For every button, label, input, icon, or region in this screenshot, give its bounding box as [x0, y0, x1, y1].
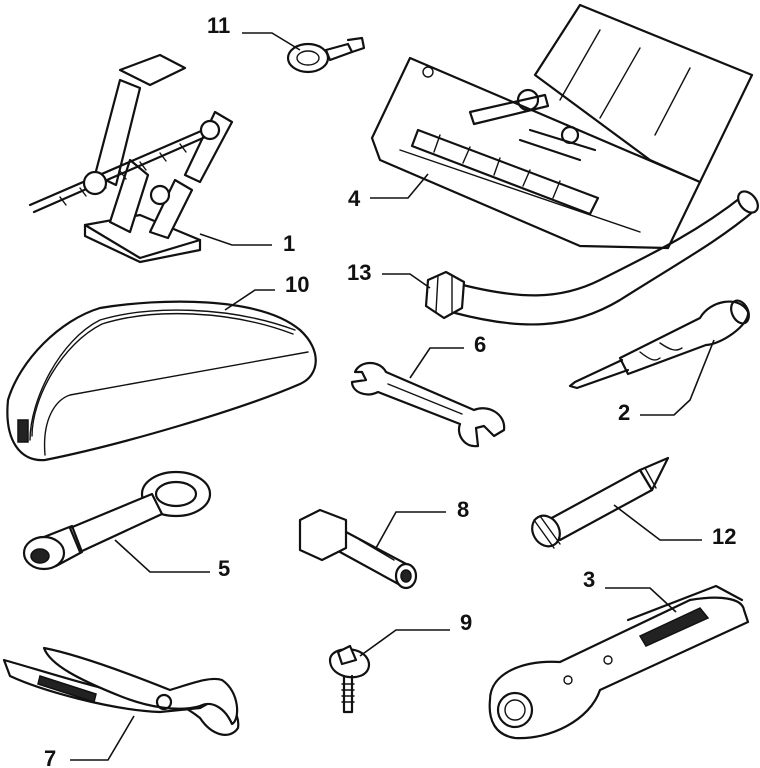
label-11: 11: [207, 13, 230, 38]
label-3: 3: [583, 567, 595, 592]
wheel-wrench-leader: [114, 539, 210, 573]
screw-fitting-leader: [359, 629, 450, 657]
label-13: 13: [347, 260, 371, 285]
label-2: 2: [618, 400, 630, 425]
label-1: 1: [283, 231, 295, 256]
screw-fitting-drawing: [328, 644, 371, 714]
label-8: 8: [457, 497, 469, 522]
label-7: 7: [44, 746, 56, 768]
label-6: 6: [474, 332, 486, 357]
wheel-wrench-drawing: [22, 470, 212, 571]
extension-bar-drawing: [424, 190, 759, 326]
spanner-leader: [409, 347, 464, 379]
pliers-leader: [70, 715, 135, 761]
socket-adapter-leader: [375, 511, 446, 549]
tool-bag-drawing: [6, 300, 317, 462]
label-9: 9: [460, 610, 472, 635]
label-4: 4: [348, 186, 361, 211]
tool-bag-leader: [224, 289, 275, 311]
screwdriver-leader: [640, 339, 715, 416]
tow-hook-drawing: [531, 456, 670, 549]
pliers-drawing: [2, 646, 240, 736]
label-5: 5: [218, 556, 230, 581]
extension-bar-leader: [382, 273, 431, 289]
key-drawing: [286, 36, 366, 74]
spanner-drawing: [350, 361, 506, 448]
key-leader: [242, 32, 301, 51]
socket-adapter-drawing: [298, 508, 418, 590]
ratchet-leader: [605, 587, 677, 613]
tool-roll-drawing: [370, 3, 754, 250]
tow-hook-leader: [613, 504, 702, 541]
label-10: 10: [285, 272, 309, 297]
jack-drawing: [28, 53, 234, 264]
label-12: 12: [712, 524, 736, 549]
jack-leader: [199, 233, 272, 246]
tool-roll-leader: [370, 173, 429, 199]
ratchet-drawing: [488, 584, 750, 740]
